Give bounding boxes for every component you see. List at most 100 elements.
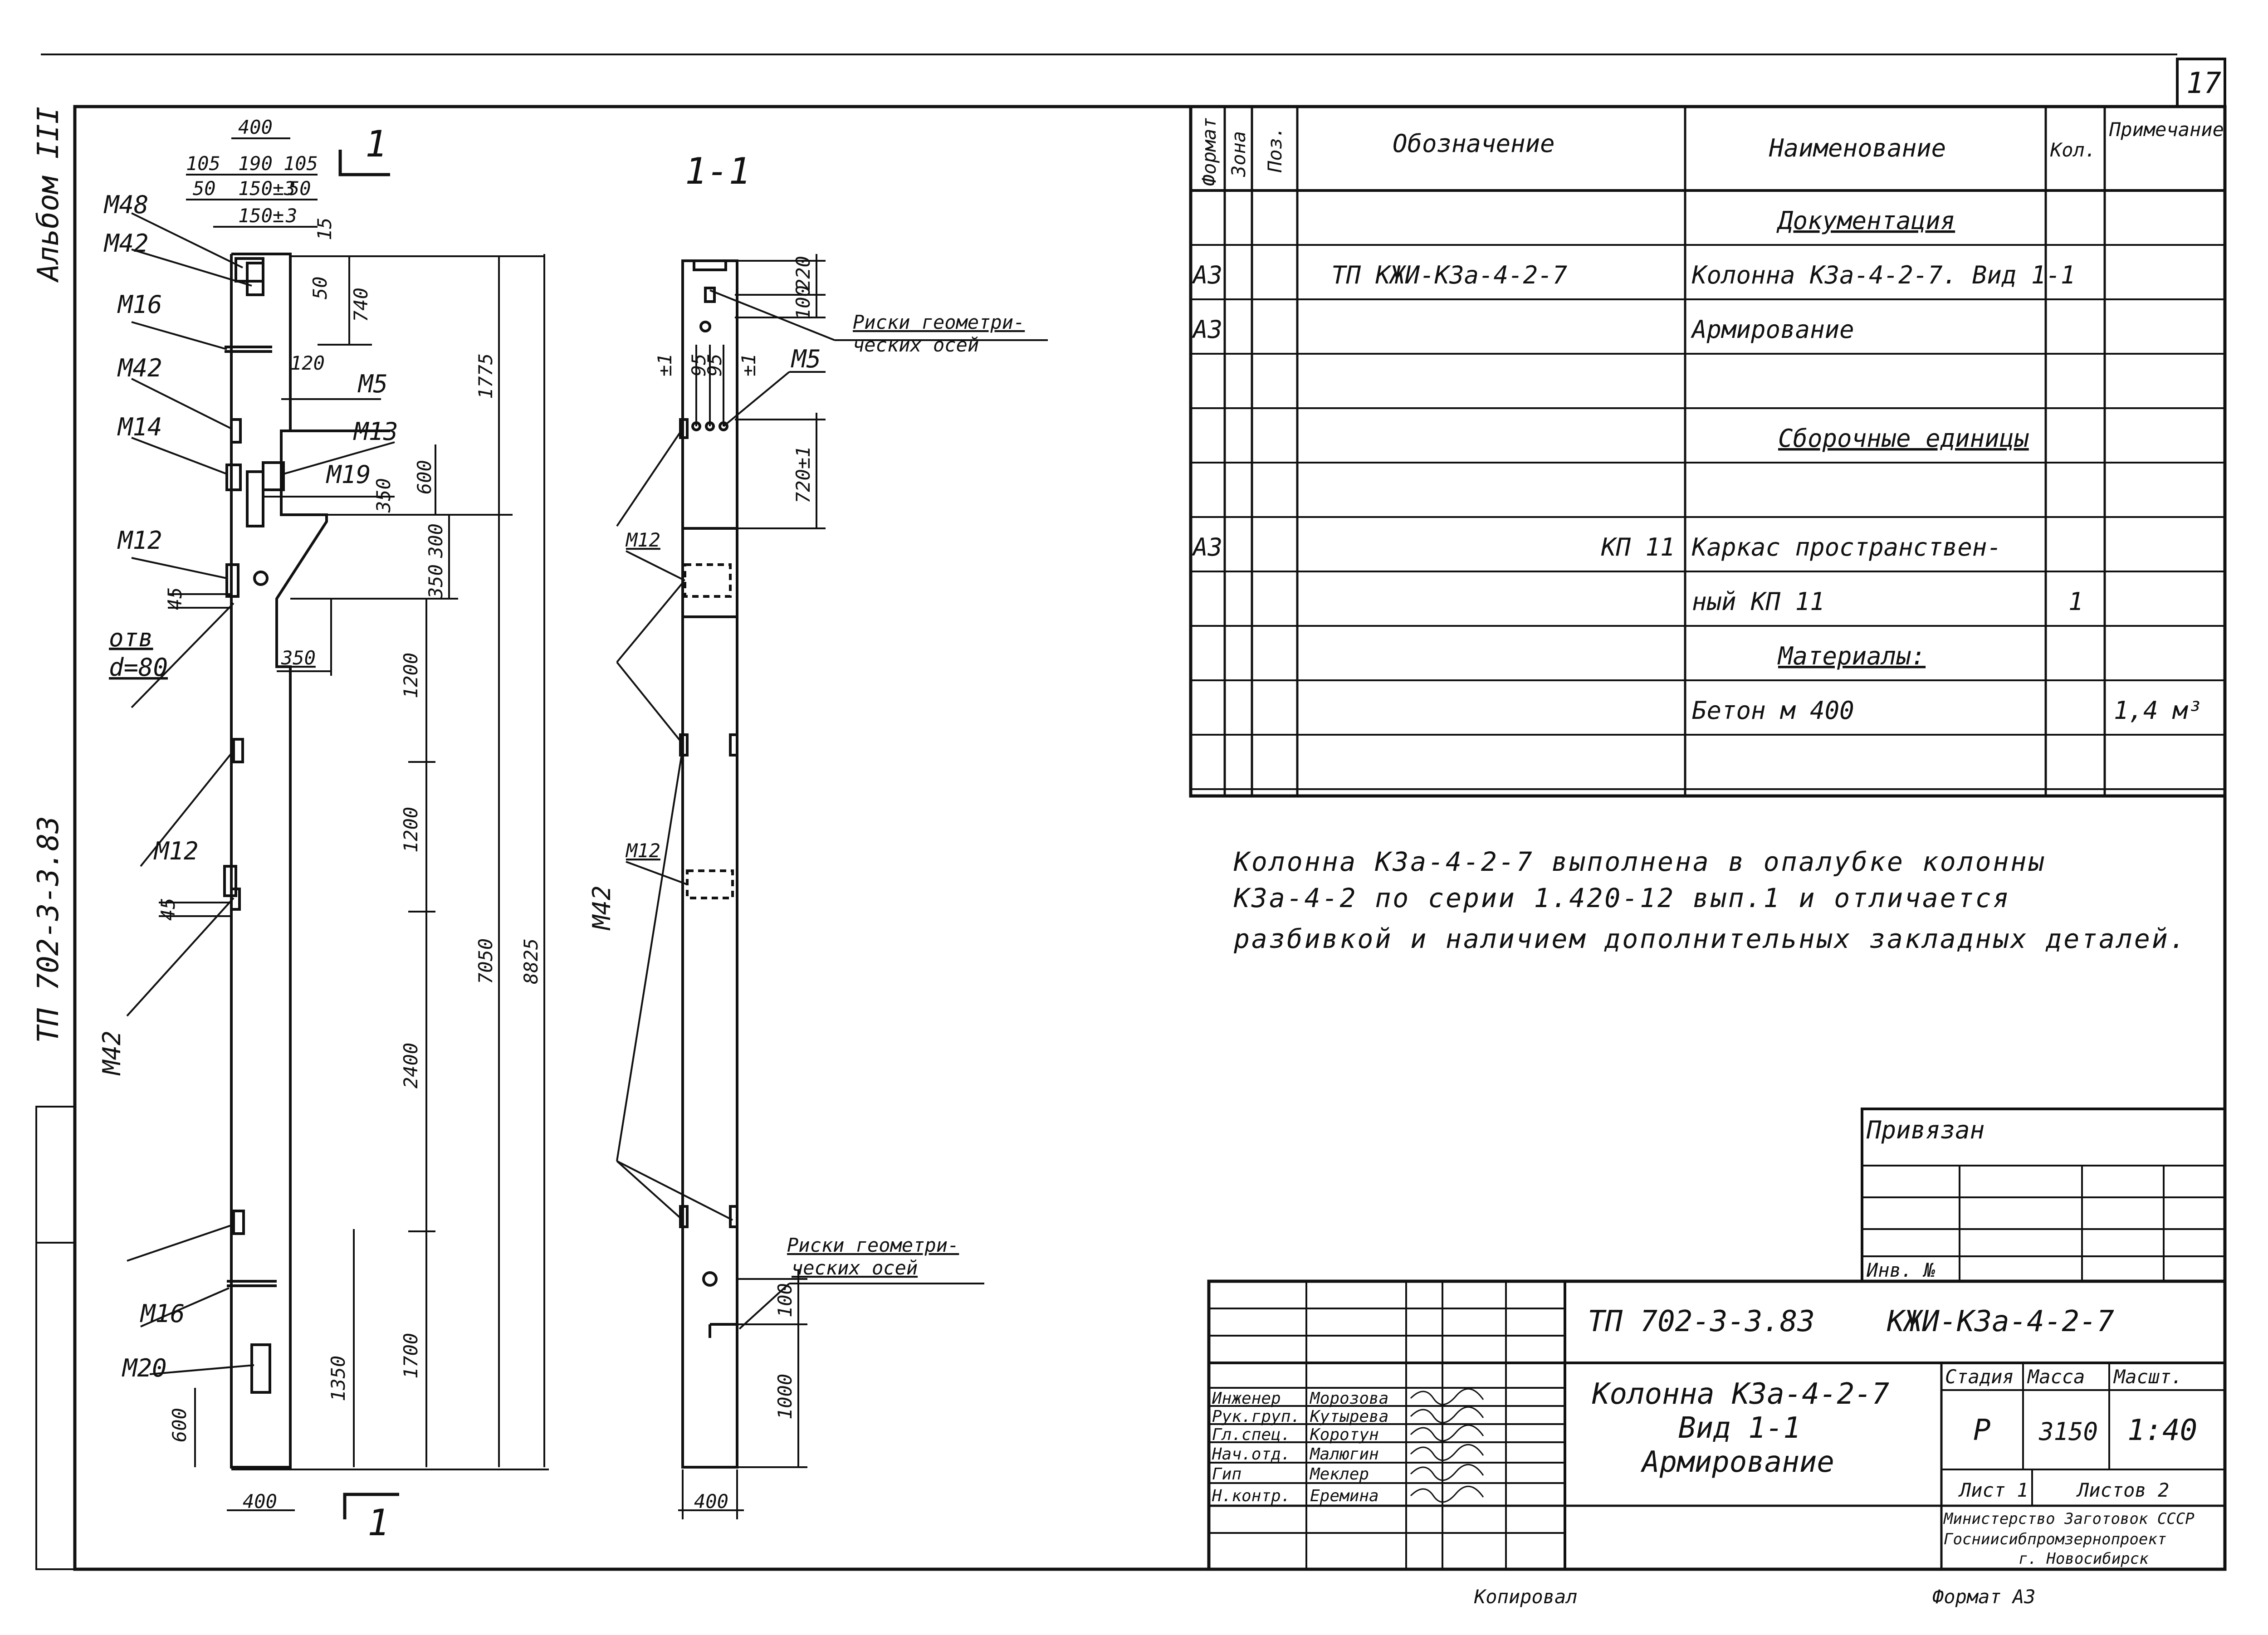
leader <box>140 1287 230 1328</box>
spec-cell-name: Документация <box>1776 206 1955 235</box>
leader <box>140 750 235 867</box>
spec-header-pos: Поз. <box>1264 127 1286 173</box>
signature-scribble <box>1410 1485 1484 1503</box>
dim-text: ±1 <box>654 353 676 376</box>
spec-header-note: Примечание <box>2109 118 2224 141</box>
leader <box>616 1160 733 1221</box>
mass-value: 3150 <box>2038 1417 2098 1446</box>
embed-label: М12 <box>117 526 162 555</box>
org-line-3: г. Новосибирск <box>2019 1550 2149 1568</box>
leader <box>131 557 227 579</box>
dim-text: 350 <box>281 647 316 669</box>
embed-label: М19 <box>326 460 371 489</box>
hole-label: отв <box>109 624 153 652</box>
embed-label: М12 <box>153 837 199 865</box>
section-mark-label: 1 <box>367 1502 389 1544</box>
spec-cell-note: 1,4 м³ <box>2114 696 2202 725</box>
spec-cell-name: ный КП 11 <box>1692 587 1825 616</box>
elevation-labels: 1 1 400 400 105 190 105 50 150±3 50 150±… <box>98 116 542 1544</box>
leader <box>738 1283 790 1330</box>
sheet-label: Лист 1 <box>1958 1479 2028 1501</box>
attachment-box: Привязан Инв. № <box>1861 1108 2226 1283</box>
sheets-label: Листов 2 <box>2076 1479 2169 1501</box>
spec-cell-name: Бетон м 400 <box>1692 696 1854 725</box>
dim-text: 1700 <box>400 1333 422 1379</box>
section-title: 1-1 <box>685 150 751 192</box>
signature-role: Н.контр. <box>1212 1487 1290 1505</box>
embed-m42-c <box>230 888 241 911</box>
spec-cell-format: А3 <box>1192 315 1222 344</box>
stage-value: Р <box>1973 1414 1991 1447</box>
signature-name: Еремина <box>1310 1487 1379 1505</box>
org-line-2: Госниисибпромзернопроект <box>1944 1530 2166 1548</box>
spec-header-qty: Кол. <box>2050 139 2096 161</box>
dim-text: 3 <box>285 205 297 227</box>
dim-text: 220 <box>792 256 814 290</box>
sheet-number: 17 <box>2186 67 2221 100</box>
section-label: М12 <box>625 839 660 862</box>
axis-mark <box>702 1271 718 1287</box>
title-line-2: Вид 1-1 <box>1678 1411 1801 1445</box>
spec-cell-qty: 1 <box>2068 587 2083 616</box>
leader <box>127 1224 234 1262</box>
spec-cell-name: Сборочные единицы <box>1778 424 2029 453</box>
spec-table-border <box>1189 105 2227 798</box>
axis-note: Риски геометри- <box>787 1234 959 1256</box>
scale-label: Масшт. <box>2113 1366 2183 1388</box>
title-block: ТП 702-3-3.83 КЖИ-К3а-4-2-7 Колонна К3а-… <box>1207 1279 2227 1571</box>
dim-text: 150±3 <box>238 177 295 200</box>
embed-label: М42 <box>98 1030 126 1076</box>
stage-label: Стадия <box>1945 1366 2014 1388</box>
dim-text: 720±1 <box>792 446 814 503</box>
signature-scribble <box>1410 1388 1484 1406</box>
dim-text: 300 <box>425 523 447 558</box>
mass-label: Масса <box>2027 1366 2085 1388</box>
section-embed <box>729 733 738 756</box>
hole-d80 <box>253 571 269 586</box>
axis-note: Риски геометри- <box>853 311 1025 333</box>
spec-table: Формат Зона Поз. Обозначение Наименовани… <box>1189 105 2227 798</box>
dim-text: 100 <box>792 285 814 320</box>
note-line: Колонна К3а-4-2-7 выполнена в опалубке к… <box>1233 846 2046 877</box>
embed-label: М13 <box>353 417 398 446</box>
leader <box>616 748 684 1162</box>
dim-text: 2400 <box>400 1043 422 1088</box>
dim-text: 600 <box>168 1408 191 1442</box>
spec-header-name: Наименование <box>1769 134 1946 162</box>
title-line-1: Колонна К3а-4-2-7 <box>1592 1377 1889 1411</box>
spec-cell-format: А3 <box>1192 533 1222 561</box>
width-dim: 400 <box>238 116 273 138</box>
embed-label: М16 <box>140 1299 185 1328</box>
embed-label: М20 <box>122 1354 167 1382</box>
leader <box>723 371 790 427</box>
width-dim: 400 <box>243 1490 277 1513</box>
embed-label: М48 <box>103 190 149 219</box>
dim-text: 50 <box>288 177 311 200</box>
embed-label: М16 <box>117 290 162 319</box>
dim-text: 740 <box>350 288 372 322</box>
dim-text: 8825 <box>520 938 542 984</box>
dim-text: 1775 <box>474 353 497 399</box>
embed-m19 <box>246 470 264 527</box>
dim-text: 1350 <box>327 1356 349 1401</box>
section-dimensions <box>616 254 1048 1519</box>
embed-m42-d <box>232 1210 245 1235</box>
leader <box>131 249 252 287</box>
signature-scribble <box>1410 1406 1484 1424</box>
dim-text: 100 <box>774 1283 796 1318</box>
dim-text: ±1 <box>738 353 760 376</box>
section-top-cap <box>693 259 727 271</box>
section-label: М5 <box>791 345 821 373</box>
note-line: К3а-4-2 по серии 1.420-12 вып.1 и отлича… <box>1233 883 2010 913</box>
axis-note: ческих осей <box>853 334 979 356</box>
column-elevation-view <box>223 253 390 1469</box>
leader <box>149 1364 254 1375</box>
signature-role: Рук.груп. <box>1212 1407 1300 1426</box>
embed-label: М42 <box>117 354 162 382</box>
dim-text: 7050 <box>474 938 497 984</box>
section-embed <box>679 418 689 439</box>
dim-text: 350 <box>372 478 395 513</box>
dim-text: 45 <box>157 898 179 921</box>
